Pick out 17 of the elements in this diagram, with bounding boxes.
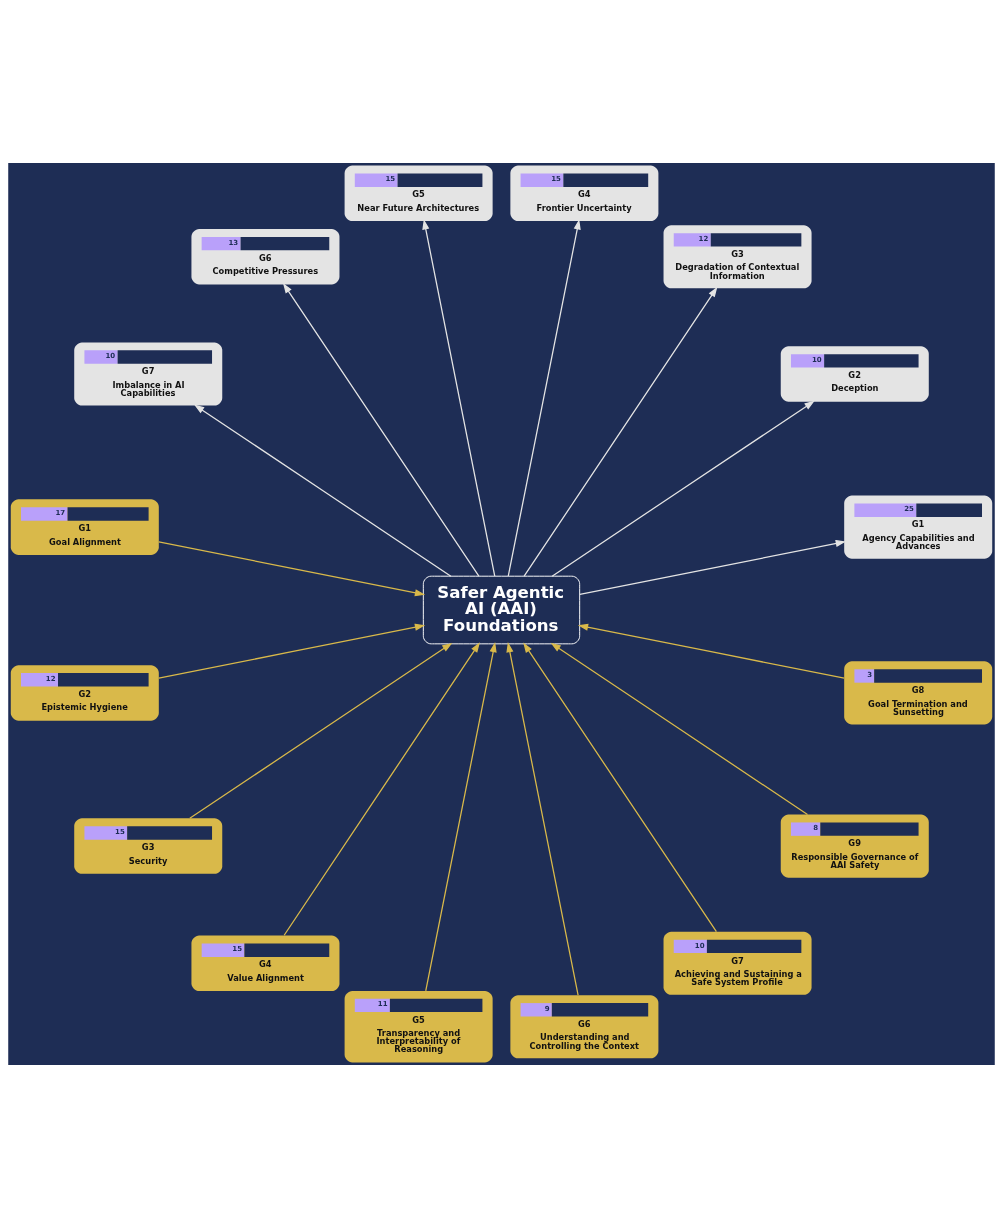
arrow — [189, 642, 453, 819]
arrow — [422, 219, 496, 577]
arrow — [551, 400, 815, 577]
arrow — [506, 642, 579, 996]
arrow — [579, 539, 846, 596]
arrow — [425, 642, 497, 992]
node-box: Safer Agentic AI (AAI) Foundations — [422, 575, 581, 645]
arrow — [550, 642, 809, 816]
arrow — [158, 623, 426, 679]
arrow — [577, 623, 845, 679]
arrow — [158, 541, 426, 597]
arrow — [523, 642, 718, 933]
arrow — [283, 642, 480, 936]
arrow — [194, 404, 452, 577]
arrow — [523, 286, 718, 577]
arrow — [282, 282, 480, 577]
arrow — [507, 219, 581, 577]
